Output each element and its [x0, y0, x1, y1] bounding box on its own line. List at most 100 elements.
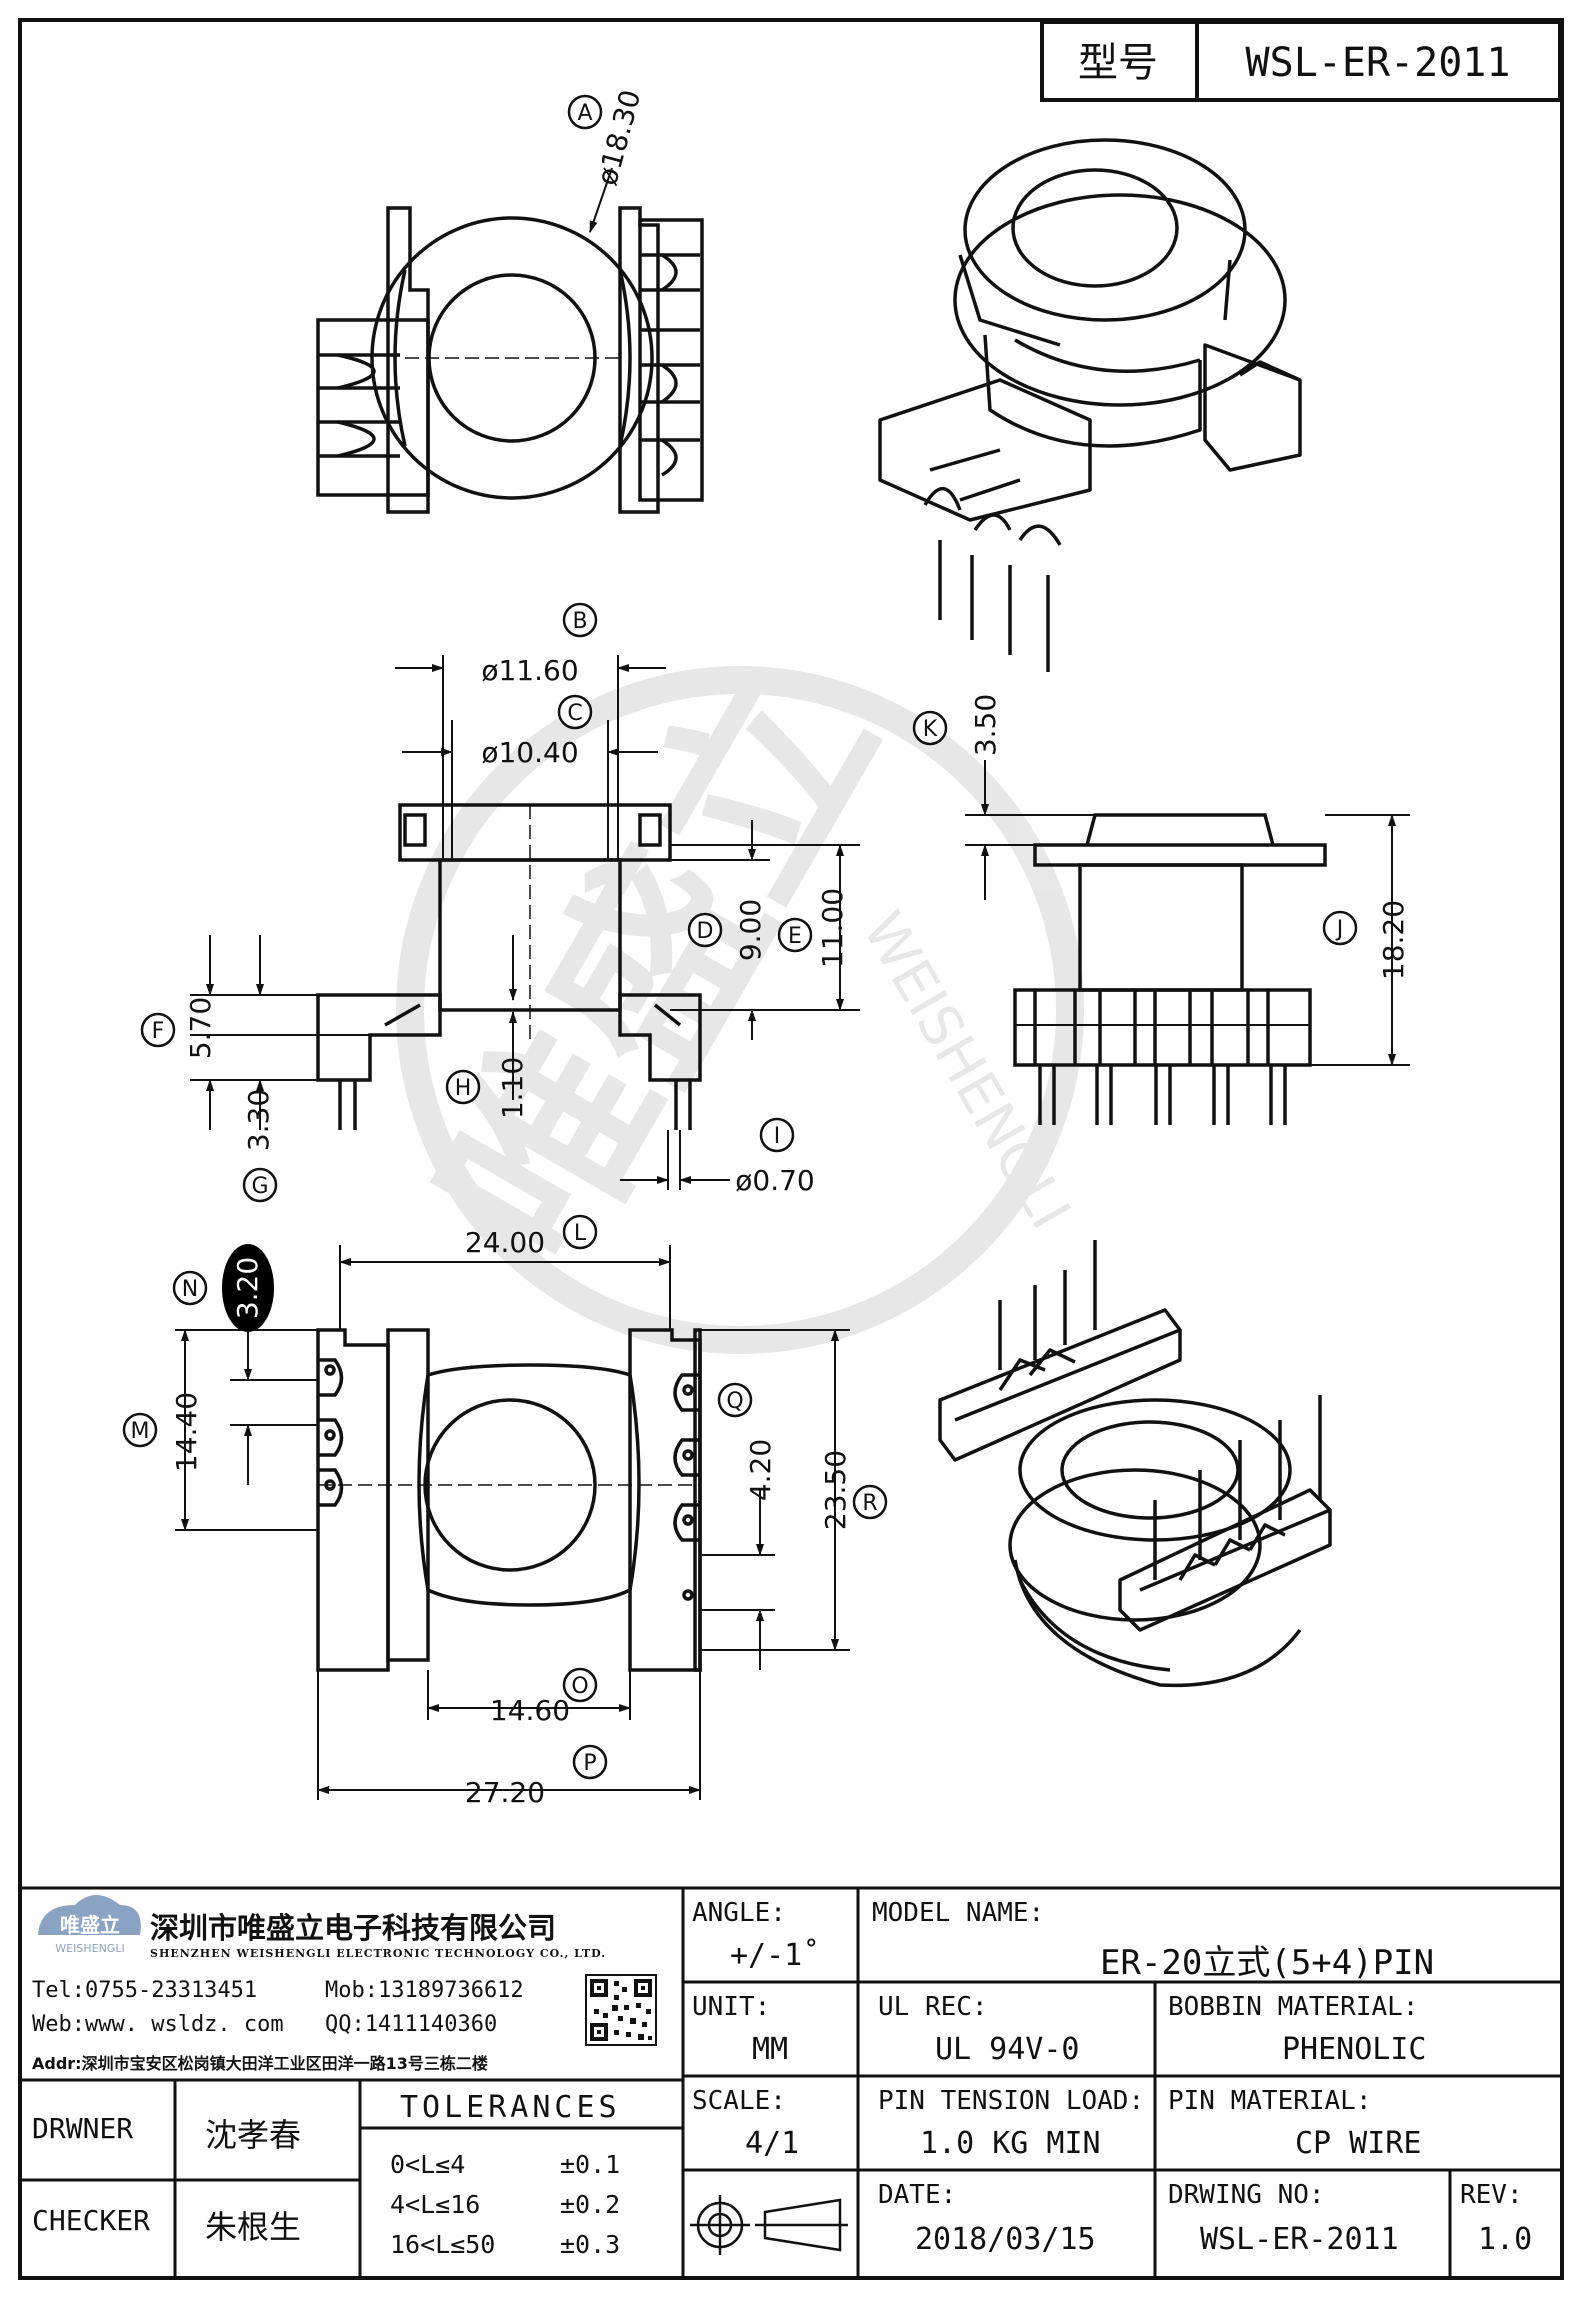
dim-N-value: 3.20	[231, 1257, 264, 1319]
company-address: Addr:深圳市宝安区松岗镇大田洋工业区田洋一路13号三栋二楼	[32, 2054, 488, 2073]
front-view-dim-labels: B ø11.60 C ø10.40 D 9.00 E 11.00 F 5.70 …	[140, 602, 849, 1203]
dim-F-tag: F	[152, 1019, 165, 1044]
dim-F-value: 5.70	[184, 997, 217, 1059]
dim-L-tag: L	[574, 1221, 587, 1246]
dim-G-tag: G	[251, 1174, 268, 1199]
drawing-no-label: DRWING NO:	[1168, 2180, 1325, 2210]
dim-J-value: 18.20	[1377, 900, 1410, 980]
date-value: 2018/03/15	[915, 2222, 1096, 2257]
watermark-brand-en: WEISHENGLI	[850, 902, 1083, 1240]
ul-rec-value: UL 94V-0	[935, 2032, 1080, 2067]
company-qq: QQ:1411140360	[325, 2012, 498, 2037]
projection-symbol-icon	[690, 2195, 848, 2255]
scale-label: SCALE:	[692, 2086, 786, 2116]
dim-B-tag: B	[572, 609, 587, 634]
dim-M-value: 14.40	[170, 1392, 203, 1472]
checker-name: 朱根生	[205, 2208, 302, 2246]
drwner-name: 沈孝春	[205, 2116, 302, 2154]
pin-material-value: CP WIRE	[1295, 2126, 1422, 2161]
tolerance-row-3-range: 16<L≤50	[390, 2230, 496, 2259]
dim-N-tag: N	[182, 1277, 198, 1302]
dim-R-value: 23.50	[819, 1450, 852, 1530]
tolerances-title: TOLERANCES	[400, 2090, 621, 2125]
dim-A-tag: A	[577, 101, 592, 126]
tolerance-row-3-value: ±0.3	[560, 2230, 621, 2259]
company-logo-en: WEISHENGLI	[55, 1942, 124, 1955]
dim-C-tag: C	[567, 701, 582, 726]
dim-A-value: ø18.30	[590, 86, 647, 189]
pin-material-label: PIN MATERIAL:	[1168, 2086, 1372, 2116]
title-block-grid	[20, 1886, 1562, 2278]
dim-D-value: 9.00	[734, 899, 767, 961]
bobbin-material-value: PHENOLIC	[1282, 2032, 1427, 2067]
dim-P-value: 27.20	[465, 1776, 545, 1809]
unit-label: UNIT:	[692, 1992, 771, 2022]
dim-I-value: ø0.70	[735, 1164, 814, 1197]
dim-O-value: 14.60	[490, 1694, 570, 1727]
scale-value: 4/1	[745, 2126, 800, 2161]
dim-R-tag: R	[862, 1491, 877, 1516]
dim-M-tag: M	[131, 1419, 150, 1444]
model-label: 型号	[1078, 40, 1158, 86]
dim-H-tag: H	[455, 1076, 472, 1101]
company-mob: Mob:13189736612	[325, 1978, 524, 2003]
rev-value: 1.0	[1478, 2222, 1533, 2257]
angle-label: ANGLE:	[692, 1898, 786, 1928]
iso-view-bottom	[938, 1240, 1332, 1688]
unit-value: MM	[752, 2032, 789, 2067]
tolerance-row-2-range: 4<L≤16	[390, 2190, 481, 2219]
dim-E-value: 11.00	[816, 888, 849, 968]
front-view-dimensions	[190, 655, 860, 1190]
dim-K-value: 3.50	[969, 694, 1002, 756]
bobbin-material-label: BOBBIN MATERIAL:	[1168, 1992, 1419, 2022]
date-label: DATE:	[878, 2180, 957, 2210]
dim-K-tag: K	[923, 717, 938, 742]
dim-O-tag: O	[571, 1674, 588, 1699]
tolerance-row-1-range: 0<L≤4	[390, 2150, 466, 2179]
dim-D-tag: D	[697, 919, 714, 944]
dim-B-value: ø11.60	[481, 654, 578, 687]
drwner-label: DRWNER	[32, 2112, 134, 2145]
company-name-en: SHENZHEN WEISHENGLI ELECTRONIC TECHNOLOG…	[150, 1947, 607, 1960]
side-view	[1013, 813, 1327, 1125]
company-tel: Tel:0755-23313451	[32, 1978, 258, 2003]
dim-P-tag: P	[583, 1751, 596, 1776]
pin-tension-value: 1.0 KG MIN	[920, 2126, 1101, 2161]
dim-L-value: 24.00	[465, 1226, 545, 1259]
pin-tension-label: PIN TENSION LOAD:	[878, 2086, 1145, 2116]
company-logo: 唯盛立 WEISHENGLI	[38, 1895, 141, 1955]
side-view-dim-labels: K 3.50 J 18.20	[912, 694, 1410, 980]
model-header-box: 型号 WSL-ER-2011	[1040, 20, 1562, 102]
tolerance-row-2-value: ±0.2	[560, 2190, 621, 2219]
front-view	[316, 803, 702, 1130]
ul-rec-label: UL REC:	[878, 1992, 988, 2022]
dim-G-value: 3.30	[242, 1089, 275, 1151]
angle-value: +/-1˚	[730, 1938, 821, 1973]
dim-Q-value: 4.20	[744, 1439, 777, 1501]
dim-E-tag: E	[788, 924, 802, 949]
company-web: Web:www. wsldz. com	[32, 2012, 284, 2037]
drawing-no-value: WSL-ER-2011	[1200, 2222, 1399, 2257]
company-logo-text: 唯盛立	[60, 1913, 120, 1937]
model-name-value: ER-20立式(5+4)PIN	[1100, 1943, 1435, 1983]
tolerance-row-1-value: ±0.1	[560, 2150, 621, 2179]
side-view-dimensions	[965, 760, 1410, 1066]
dim-C-value: ø10.40	[481, 736, 578, 769]
top-view	[316, 167, 704, 514]
sheet-border	[18, 18, 1564, 2280]
dim-A: A ø18.30	[567, 86, 647, 189]
bottom-view	[316, 1328, 702, 1672]
iso-view-top	[878, 138, 1302, 672]
dim-Q-tag: Q	[726, 1389, 743, 1414]
checker-label: CHECKER	[32, 2204, 151, 2237]
bottom-view-dim-labels: L 24.00 M 14.40 N 3.20 O 14.60 P 27.20 Q…	[122, 1214, 888, 1809]
dim-H-value: 1.10	[496, 1057, 529, 1119]
company-name-cn: 深圳市唯盛立电子科技有限公司	[150, 1911, 557, 1945]
model-number: WSL-ER-2011	[1246, 40, 1511, 86]
dim-I-tag: I	[774, 1124, 781, 1149]
rev-label: REV:	[1460, 2180, 1523, 2210]
dim-J-tag: J	[1335, 917, 1344, 942]
qr-code	[585, 1974, 657, 2046]
model-name-label: MODEL NAME:	[872, 1898, 1045, 1928]
